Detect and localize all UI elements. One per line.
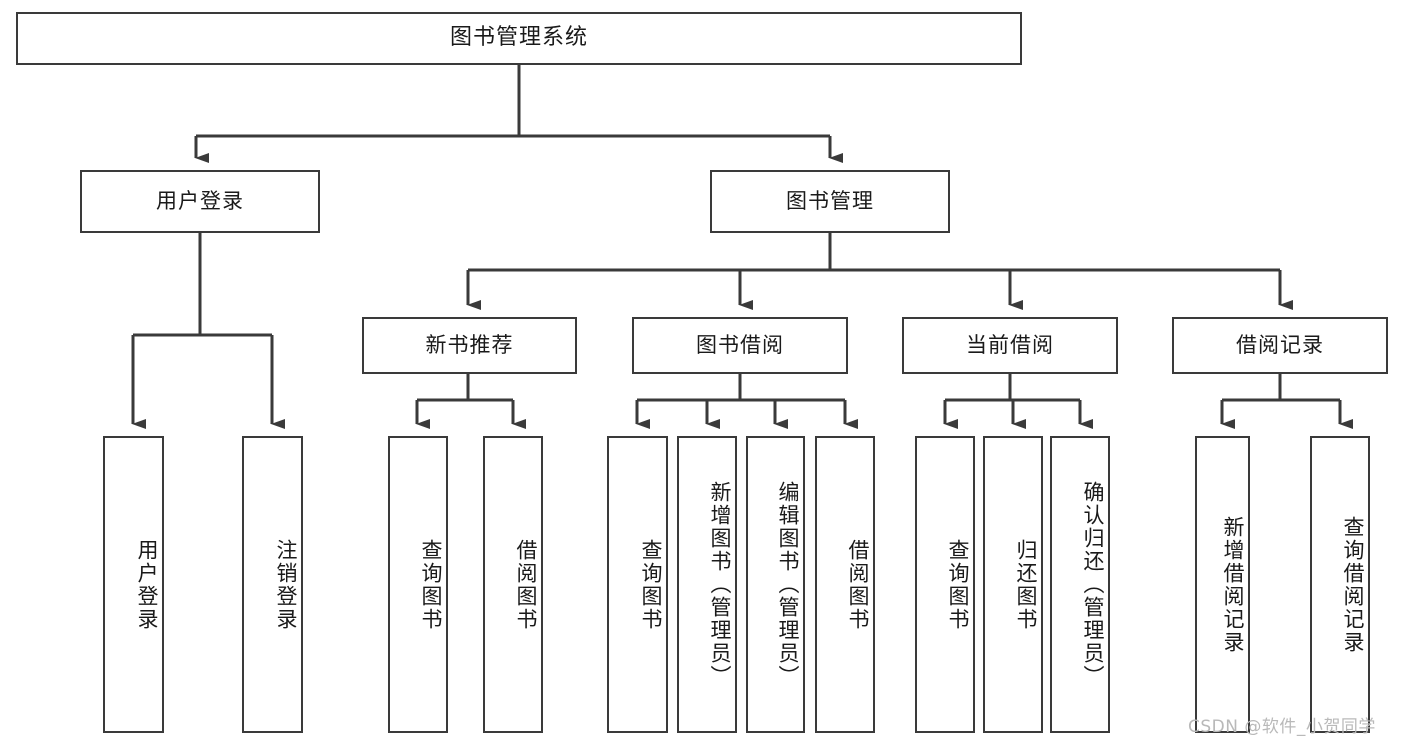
leaf-add-book-admin-label: 新增图书（管理员）	[708, 481, 732, 688]
leaf-logout-label: 注销登录	[274, 538, 298, 631]
leaf-add-borrow-record[interactable]: 新增借阅记录	[1195, 436, 1250, 733]
leaf-confirm-return-admin[interactable]: 确认归还（管理员）	[1050, 436, 1110, 733]
leaf-borrow-book-newbook[interactable]: 借阅图书	[483, 436, 543, 733]
leaf-user-login-label: 用户登录	[135, 538, 159, 631]
node-new-book-recommend[interactable]: 新书推荐	[362, 317, 577, 374]
leaf-query-book-borrow-label: 查询图书	[639, 538, 663, 631]
watermark: CSDN @软件_小贺同学	[1188, 717, 1376, 737]
node-book-borrow[interactable]: 图书借阅	[632, 317, 848, 374]
leaf-edit-book-admin-label: 编辑图书（管理员）	[776, 481, 800, 688]
leaf-add-borrow-record-label: 新增借阅记录	[1221, 515, 1245, 654]
node-borrow-record-label: 借阅记录	[1236, 332, 1324, 357]
node-root[interactable]: 图书管理系统	[16, 12, 1022, 65]
leaf-borrow-book-newbook-label: 借阅图书	[514, 538, 538, 631]
node-borrow-record[interactable]: 借阅记录	[1172, 317, 1388, 374]
leaf-user-login[interactable]: 用户登录	[103, 436, 164, 733]
leaf-add-book-admin[interactable]: 新增图书（管理员）	[677, 436, 737, 733]
leaf-return-book-label: 归还图书	[1014, 538, 1038, 631]
node-book-borrow-label: 图书借阅	[696, 332, 784, 357]
leaf-query-book-current[interactable]: 查询图书	[915, 436, 975, 733]
leaf-query-book-newbook-label: 查询图书	[419, 538, 443, 631]
node-user-login-label: 用户登录	[156, 188, 244, 213]
node-new-book-recommend-label: 新书推荐	[425, 332, 514, 357]
node-book-management[interactable]: 图书管理	[710, 170, 950, 233]
leaf-logout[interactable]: 注销登录	[242, 436, 303, 733]
leaf-edit-book-admin[interactable]: 编辑图书（管理员）	[746, 436, 805, 733]
node-root-label: 图书管理系统	[449, 25, 588, 51]
leaf-confirm-return-admin-label: 确认归还（管理员）	[1081, 481, 1105, 688]
node-book-management-label: 图书管理	[786, 188, 874, 213]
leaf-query-book-newbook[interactable]: 查询图书	[388, 436, 448, 733]
leaf-query-book-current-label: 查询图书	[946, 538, 970, 631]
leaf-query-book-borrow[interactable]: 查询图书	[607, 436, 668, 733]
leaf-query-borrow-record-label: 查询借阅记录	[1341, 515, 1365, 654]
node-current-borrow[interactable]: 当前借阅	[902, 317, 1118, 374]
leaf-return-book[interactable]: 归还图书	[983, 436, 1043, 733]
leaf-borrow-book[interactable]: 借阅图书	[815, 436, 875, 733]
leaf-borrow-book-label: 借阅图书	[846, 538, 870, 631]
leaf-query-borrow-record[interactable]: 查询借阅记录	[1310, 436, 1370, 733]
node-user-login[interactable]: 用户登录	[80, 170, 320, 233]
node-current-borrow-label: 当前借阅	[966, 332, 1054, 357]
